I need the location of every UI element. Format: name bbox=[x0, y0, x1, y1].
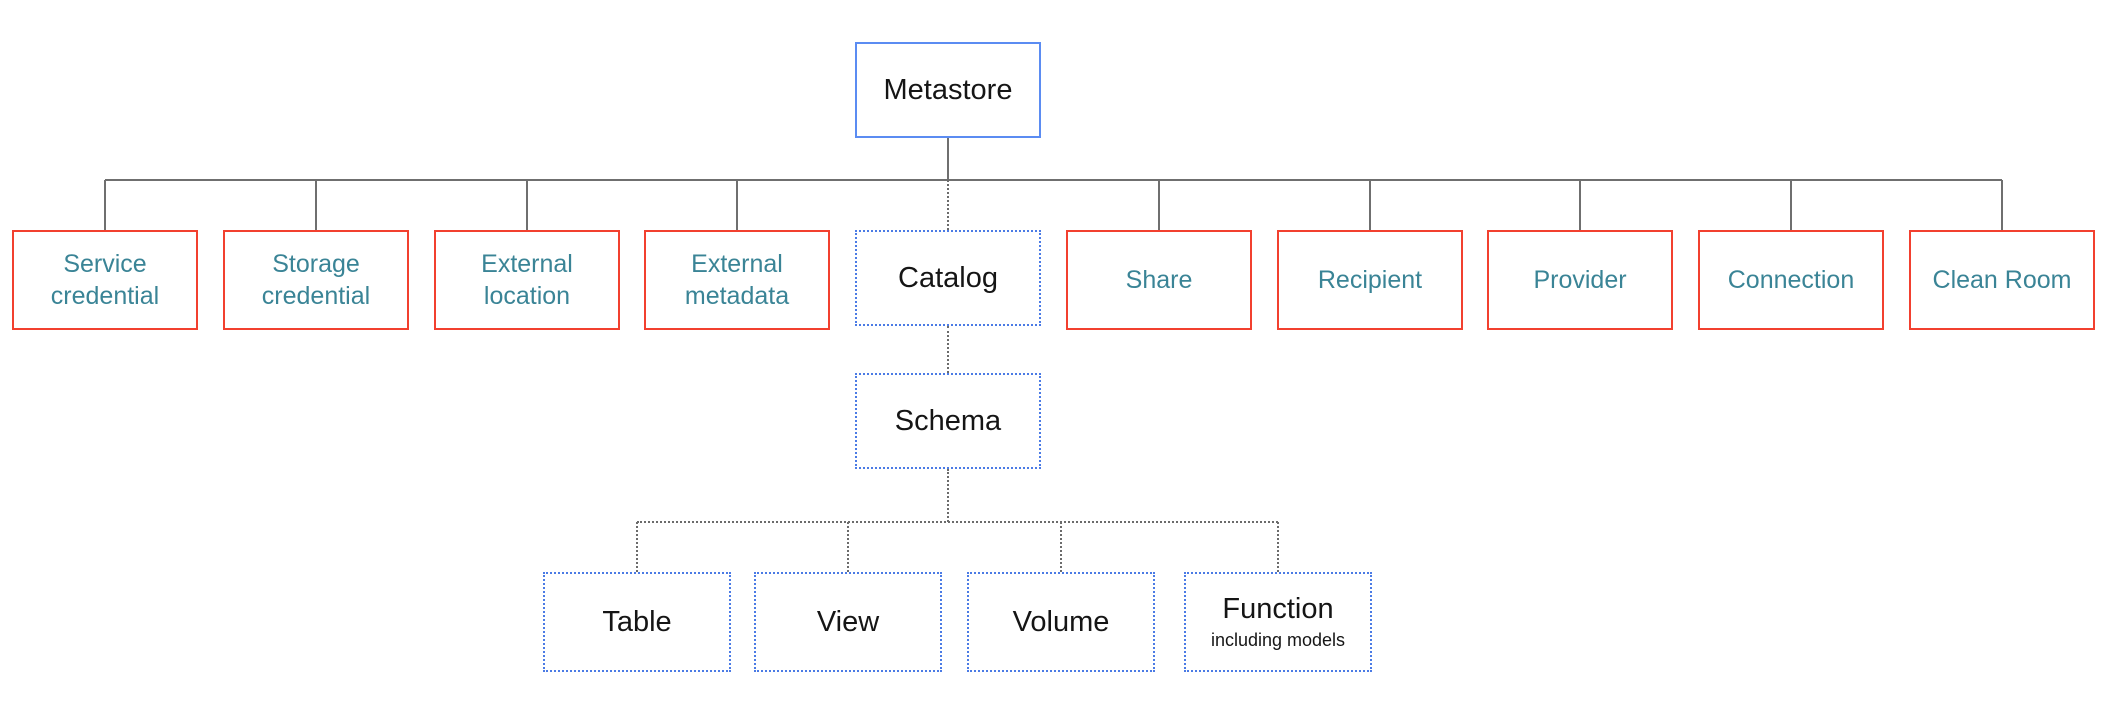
connector-stem-function bbox=[1277, 522, 1279, 572]
node-connection-label: Connection bbox=[1727, 266, 1855, 294]
node-function: Function including models bbox=[1184, 572, 1372, 672]
node-table: Table bbox=[543, 572, 731, 672]
connector-stem-recipient bbox=[1369, 180, 1371, 230]
node-table-label: Table bbox=[602, 605, 672, 638]
connector-metastore-stem bbox=[947, 138, 949, 180]
node-clean-room: Clean Room bbox=[1909, 230, 2095, 330]
node-metastore: Metastore bbox=[855, 42, 1041, 138]
connector-stem-volume bbox=[1060, 522, 1062, 572]
node-schema-label: Schema bbox=[894, 404, 1002, 437]
node-service-credential: Service credential bbox=[12, 230, 198, 330]
node-view-label: View bbox=[816, 605, 880, 638]
node-external-metadata: External metadata bbox=[644, 230, 830, 330]
node-view: View bbox=[754, 572, 942, 672]
connector-stem-view bbox=[847, 522, 849, 572]
connector-stem-catalog bbox=[947, 180, 949, 230]
node-provider: Provider bbox=[1487, 230, 1673, 330]
connector-level3-bus bbox=[637, 521, 1278, 523]
node-share: Share bbox=[1066, 230, 1252, 330]
connector-stem-external-metadata bbox=[736, 180, 738, 230]
node-provider-label: Provider bbox=[1533, 266, 1627, 294]
node-storage-credential: Storage credential bbox=[223, 230, 409, 330]
connector-schema-stem bbox=[947, 469, 949, 522]
node-volume-label: Volume bbox=[1012, 605, 1110, 638]
connector-stem-clean-room bbox=[2001, 180, 2003, 230]
connector-stem-share bbox=[1158, 180, 1160, 230]
node-recipient: Recipient bbox=[1277, 230, 1463, 330]
connector-stem-connection bbox=[1790, 180, 1792, 230]
node-clean-room-label: Clean Room bbox=[1932, 266, 2072, 294]
node-volume: Volume bbox=[967, 572, 1155, 672]
connector-stem-service-credential bbox=[104, 180, 106, 230]
connector-stem-storage-credential bbox=[315, 180, 317, 230]
node-external-location: External location bbox=[434, 230, 620, 330]
node-function-sublabel: including models bbox=[1210, 630, 1346, 651]
node-catalog: Catalog bbox=[855, 230, 1041, 326]
node-schema: Schema bbox=[855, 373, 1041, 469]
node-function-label: Function bbox=[1222, 593, 1334, 626]
connector-stem-table bbox=[636, 522, 638, 572]
connector-level1-bus bbox=[105, 179, 2002, 181]
node-recipient-label: Recipient bbox=[1317, 266, 1423, 294]
connector-stem-external-location bbox=[526, 180, 528, 230]
connector-catalog-schema bbox=[947, 326, 949, 373]
node-storage-credential-label: Storage credential bbox=[261, 250, 371, 310]
node-service-credential-label: Service credential bbox=[50, 250, 160, 310]
node-external-metadata-label: External metadata bbox=[684, 250, 790, 310]
node-catalog-label: Catalog bbox=[898, 261, 998, 294]
connector-stem-provider bbox=[1579, 180, 1581, 230]
node-metastore-label: Metastore bbox=[883, 73, 1013, 106]
node-external-location-label: External location bbox=[481, 250, 573, 310]
node-connection: Connection bbox=[1698, 230, 1884, 330]
node-share-label: Share bbox=[1125, 266, 1193, 294]
